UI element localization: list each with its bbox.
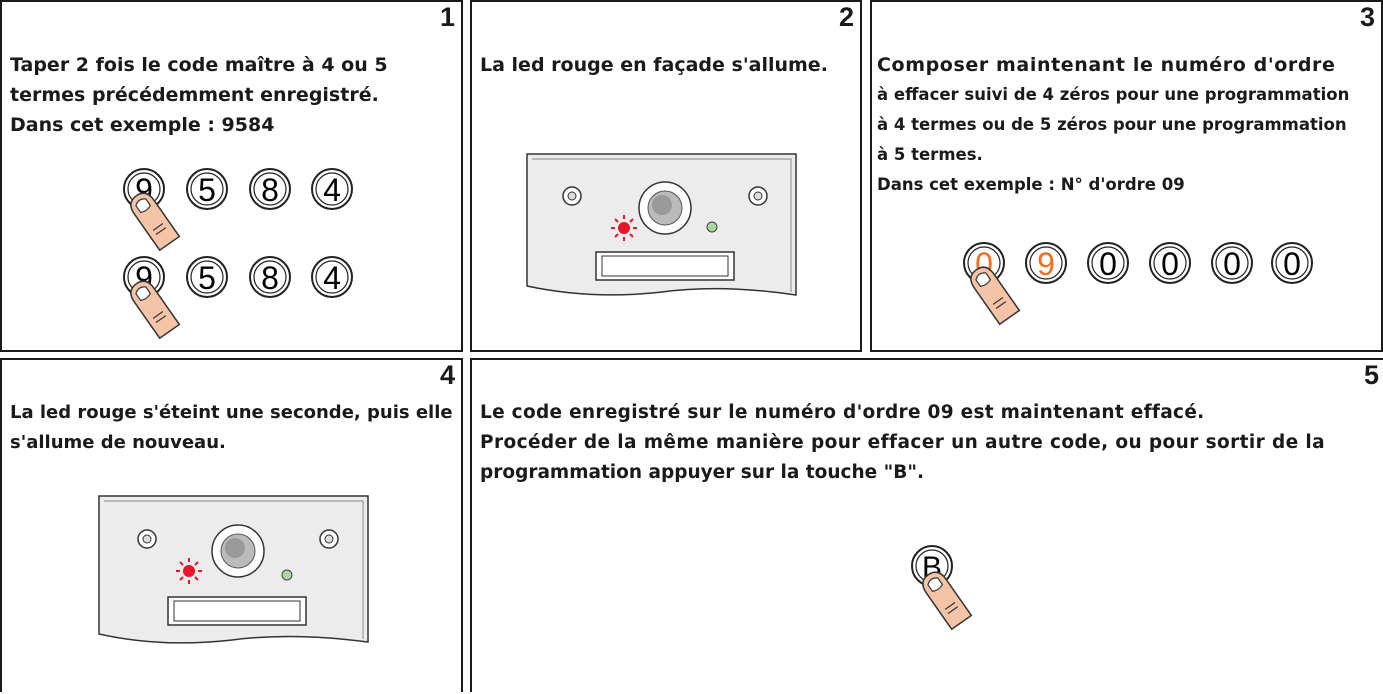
instruction-line: Dans cet exemple : 9584 bbox=[10, 114, 275, 136]
instruction-line: La led rouge s'éteint une seconde, puis … bbox=[10, 402, 453, 423]
intercom-device bbox=[526, 153, 797, 296]
key-digit: 5 bbox=[198, 172, 216, 208]
instruction-line: La led rouge en façade s'allume. bbox=[480, 54, 828, 76]
key-digit: 0 bbox=[1099, 246, 1117, 282]
keypad-key: 5 bbox=[186, 168, 228, 210]
instruction-line: termes précédemment enregistré. bbox=[10, 84, 379, 106]
pressing-finger-icon bbox=[970, 266, 1021, 326]
key-digit: 4 bbox=[323, 172, 341, 208]
step-number: 5 bbox=[1363, 360, 1379, 390]
step-instructions: Le code enregistré sur le numéro d'ordre… bbox=[480, 398, 1325, 488]
pressing-finger-icon bbox=[130, 192, 181, 252]
instruction-line: à 4 termes ou de 5 zéros pour une progra… bbox=[877, 115, 1347, 134]
key-digit: 0 bbox=[1283, 246, 1301, 282]
key-digit: 8 bbox=[261, 260, 279, 296]
keypad-key: 8 bbox=[249, 256, 291, 298]
pressing-finger-icon bbox=[130, 280, 181, 340]
pressing-finger-icon bbox=[922, 571, 973, 631]
step-instructions: La led rouge en façade s'allume. bbox=[480, 50, 828, 80]
instruction-line: Le code enregistré sur le numéro d'ordre… bbox=[480, 402, 1205, 423]
keypad-illustration: B bbox=[911, 545, 973, 631]
keypad-key: 9 bbox=[1025, 242, 1067, 284]
step-panel-3: 3 Composer maintenant le numéro d'ordre … bbox=[870, 0, 1383, 352]
instruction-line: à effacer suivi de 4 zéros pour une prog… bbox=[877, 85, 1350, 104]
step-panel-5: 5 Le code enregistré sur le numéro d'ord… bbox=[470, 358, 1383, 692]
key-digit: 4 bbox=[323, 260, 341, 296]
led-on-icon bbox=[176, 558, 202, 584]
instruction-line: Procéder de la même manière pour effacer… bbox=[480, 432, 1326, 453]
key-digit: 0 bbox=[1223, 246, 1241, 282]
step-instructions: La led rouge s'éteint une seconde, puis … bbox=[10, 398, 453, 458]
keypad-key: 4 bbox=[311, 168, 353, 210]
instruction-line: Composer maintenant le numéro d'ordre bbox=[877, 54, 1336, 76]
keypad-key: 0 bbox=[1211, 242, 1253, 284]
keypad-key: 0 bbox=[1271, 242, 1313, 284]
key-digit: 9 bbox=[1037, 246, 1055, 282]
instruction-line: Taper 2 fois le code maître à 4 ou 5 bbox=[10, 54, 388, 76]
keypad-illustration: 9 5 8 4 9 5 8 4 bbox=[123, 168, 353, 340]
keypad-key: 0 bbox=[1087, 242, 1129, 284]
step-instructions: Taper 2 fois le code maître à 4 ou 5 ter… bbox=[10, 50, 388, 140]
step-number: 1 bbox=[439, 2, 455, 32]
instruction-line: programmation appuyer sur la touche "B". bbox=[480, 462, 925, 483]
instruction-line: à 5 termes. bbox=[877, 145, 983, 164]
key-digit: 5 bbox=[198, 260, 216, 296]
keypad-illustration: 0 9 0 0 0 0 bbox=[963, 242, 1313, 326]
step-number: 3 bbox=[1359, 2, 1375, 32]
key-digit: 0 bbox=[1161, 246, 1179, 282]
keypad-key: 4 bbox=[311, 256, 353, 298]
keypad-key: 0 bbox=[1149, 242, 1191, 284]
step-panel-2: 2 La led rouge en façade s'allume. bbox=[470, 0, 862, 352]
instruction-line: Dans cet exemple : N° d'ordre 09 bbox=[877, 175, 1185, 194]
step-number: 2 bbox=[838, 2, 854, 32]
key-digit: 8 bbox=[261, 172, 279, 208]
step-instructions: Composer maintenant le numéro d'ordre à … bbox=[877, 50, 1349, 200]
step-panel-1: 1 Taper 2 fois le code maître à 4 ou 5 t… bbox=[0, 0, 463, 352]
intercom-device bbox=[98, 495, 369, 644]
step-number: 4 bbox=[439, 360, 455, 390]
keypad-key: 5 bbox=[186, 256, 228, 298]
instruction-line: s'allume de nouveau. bbox=[10, 432, 226, 453]
step-panel-4: 4 La led rouge s'éteint une seconde, pui… bbox=[0, 358, 463, 692]
led-on-icon bbox=[611, 215, 637, 241]
keypad-key: 8 bbox=[249, 168, 291, 210]
